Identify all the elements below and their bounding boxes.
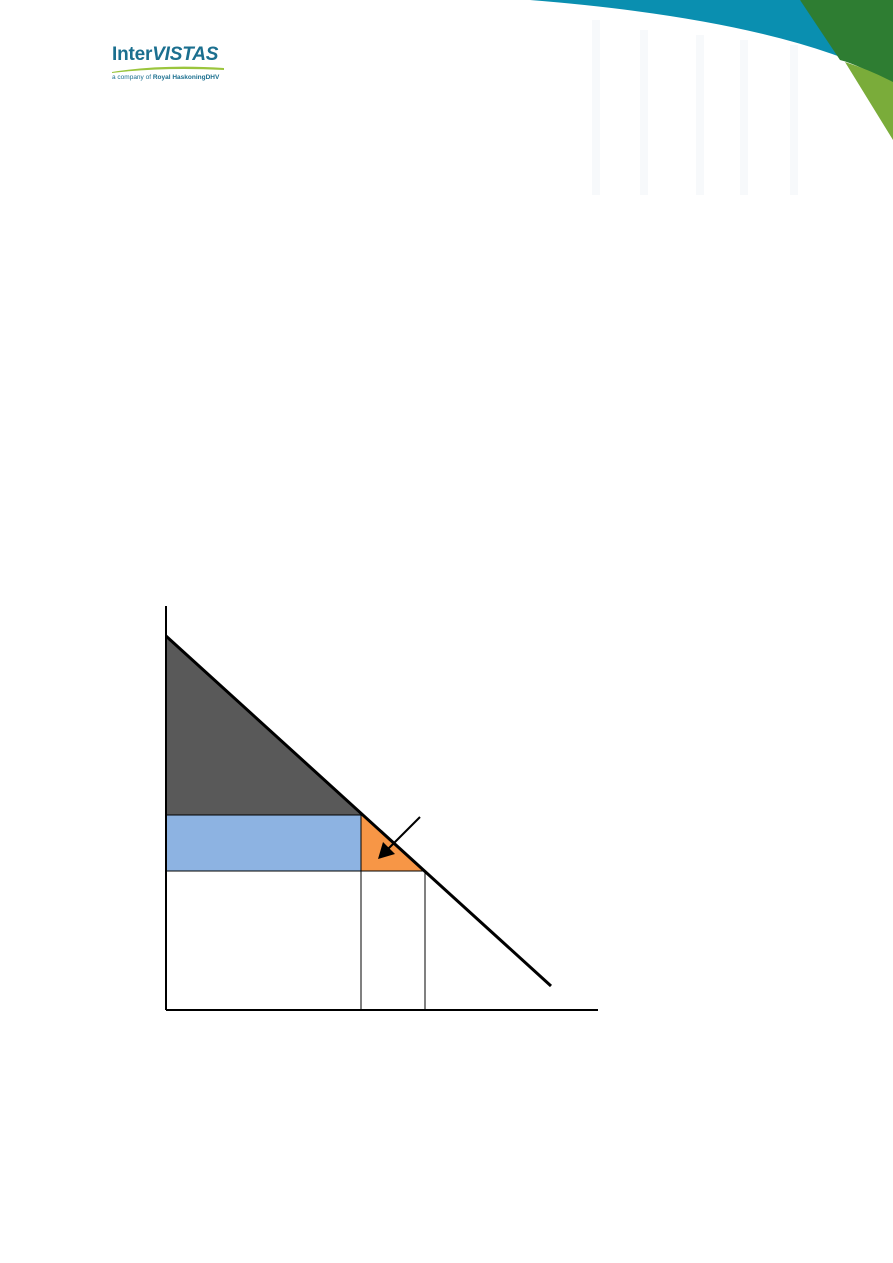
corner-swoosh-decoration: [530, 0, 893, 195]
green-dark-swoosh: [800, 0, 893, 85]
logo-tagline: a company of Royal HaskoningDHV: [112, 73, 232, 82]
logo-tagline-prefix: a company of: [112, 74, 152, 81]
logo-name-part-a: Inter: [112, 44, 153, 65]
rectangle-area: [166, 815, 361, 871]
pointer-arrow-head-icon: [378, 842, 395, 859]
logo-name-part-b: VISTAS: [152, 44, 219, 65]
logo-swoosh-icon: [112, 66, 224, 73]
pointer-arrow-shaft: [387, 816, 421, 850]
demand-line: [164, 634, 553, 988]
teal-swoosh: [530, 0, 893, 80]
logo-tagline-brand: Royal HaskoningDHV: [152, 74, 220, 81]
green-light-swoosh: [845, 62, 893, 140]
